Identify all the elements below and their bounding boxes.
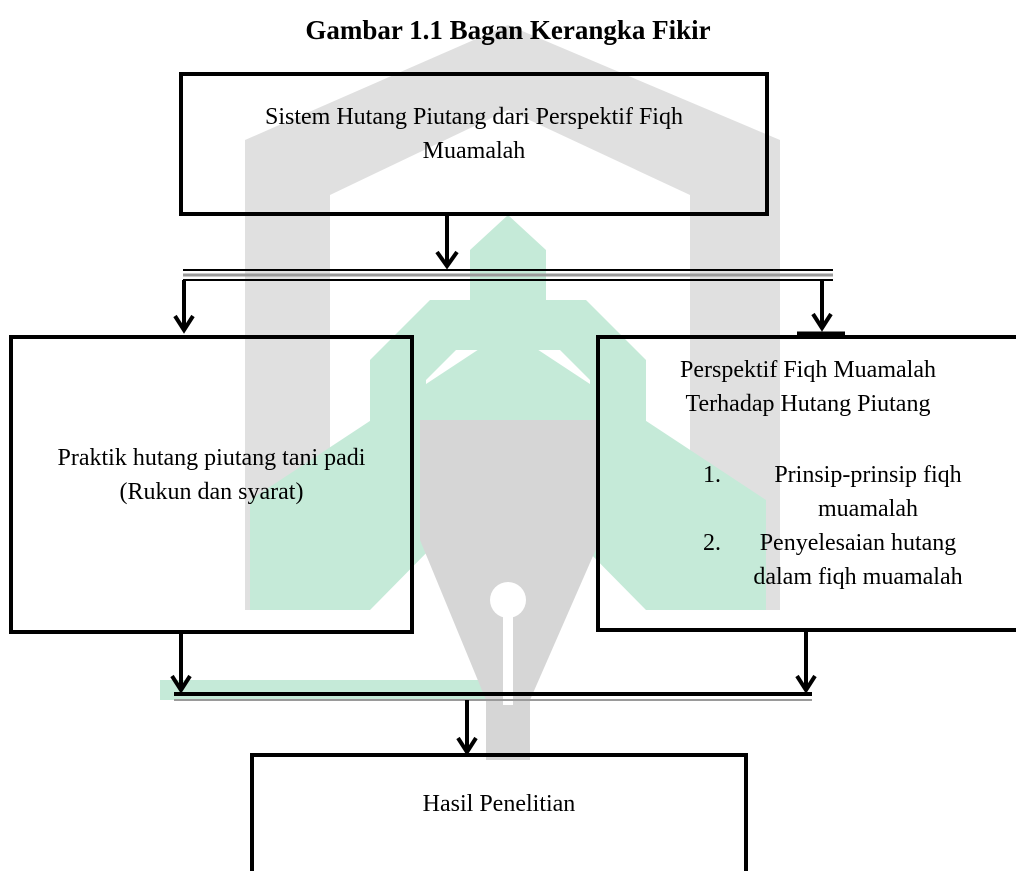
top-box-text: Sistem Hutang Piutang dari Perspektif Fi…: [265, 104, 683, 164]
arrow-left-down-head: [170, 674, 192, 694]
figure-title: Gambar 1.1 Bagan Kerangka Fikir: [305, 15, 711, 45]
list-item: 2. Penyelesaian hutang dalam fiqh muamal…: [600, 526, 1016, 594]
list-item-text: Penyelesaian hutang dalam fiqh muamalah: [753, 530, 963, 590]
right-box-list: 1. Prinsip-prinsip fiqh muamalah 2. Peny…: [600, 458, 1016, 594]
arrow-top-down-head: [435, 250, 459, 270]
top-box: Sistem Hutang Piutang dari Perspektif Fi…: [179, 72, 769, 216]
watermark-pen-slit: [503, 615, 513, 705]
right-box-heading-text: Perspektif Fiqh Muamalah Terhadap Hutang…: [680, 357, 936, 417]
bottom-box-text: Hasil Penelitian: [422, 791, 576, 817]
right-box-heading: Perspektif Fiqh Muamalah Terhadap Hutang…: [600, 353, 1016, 421]
list-item-number: 2.: [703, 530, 721, 556]
bottom-box: Hasil Penelitian: [250, 753, 748, 871]
left-box: Praktik hutang piutang tani padi (Rukun …: [9, 335, 414, 634]
left-box-text: Praktik hutang piutang tani padi (Rukun …: [13, 441, 410, 509]
arrow-merge-down-head: [456, 736, 478, 756]
arrow-split-right-head: [811, 312, 833, 332]
watermark-gray-outer: [245, 25, 780, 610]
arrow-split-left-head: [173, 314, 195, 334]
list-item-number: 1.: [703, 462, 721, 488]
left-box-label: Praktik hutang piutang tani padi (Rukun …: [57, 445, 366, 505]
arrow-right-down-head: [795, 674, 817, 694]
list-item-text: Prinsip-prinsip fiqh muamalah: [774, 462, 962, 522]
list-item: 1. Prinsip-prinsip fiqh muamalah: [600, 458, 1016, 526]
watermark-pen-hole: [490, 582, 526, 618]
watermark-green-arch: [370, 215, 646, 470]
right-box: Perspektif Fiqh Muamalah Terhadap Hutang…: [596, 335, 1016, 632]
